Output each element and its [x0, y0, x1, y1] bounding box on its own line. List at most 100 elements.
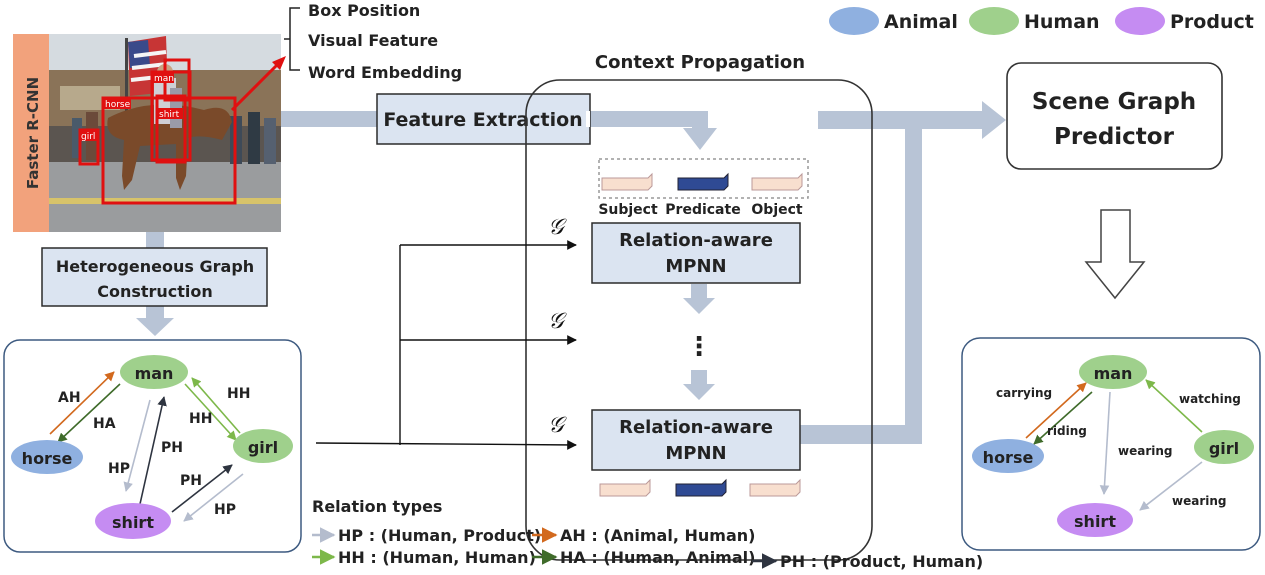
label-hh-2: HH — [189, 411, 212, 427]
hetero-graph-construction-box: Heterogeneous Graph Construction — [41, 247, 268, 307]
relation-ph-label: PH : (Product, Human) — [780, 552, 983, 571]
label-hp-1: HP — [108, 461, 130, 477]
scene-label-wearing-1: wearing — [1118, 444, 1173, 458]
mpnn-bottom-line1: Relation-aware — [619, 417, 773, 438]
context-propagation-title: Context Propagation — [595, 52, 805, 73]
relation-ha-label: HA : (Human, Animal) — [560, 548, 755, 567]
feature-visual-feature: Visual Feature — [308, 31, 438, 50]
scene-label-carrying: carrying — [996, 386, 1052, 400]
graph-symbol-2: 𝒢 — [548, 309, 567, 334]
mpnn-block-top: Relation-aware MPNN — [591, 222, 801, 284]
hetero-construction-line1: Heterogeneous Graph — [56, 257, 254, 276]
label-ha: HA — [93, 416, 116, 432]
svg-text:girl: girl — [1209, 439, 1239, 458]
label-ah: AH — [58, 390, 81, 406]
relation-ah-label: AH : (Animal, Human) — [560, 526, 755, 545]
label-ph-1: PH — [161, 440, 183, 456]
relation-types-title: Relation types — [312, 497, 442, 516]
legend-human-label: Human — [1024, 11, 1100, 33]
edge-ha — [57, 383, 121, 443]
scene-label-riding: riding — [1047, 424, 1087, 438]
context-propagation-panel: Context Propagation Subject Predicate Ob… — [525, 52, 873, 561]
edge-hh-girl-man — [191, 377, 241, 434]
legend-product-swatch — [1115, 7, 1165, 35]
relation-types-legend: Relation types HP : (Human, Product) AH … — [312, 497, 983, 571]
hetero-node-horse — [11, 440, 83, 474]
output-subject-embedding — [599, 478, 651, 497]
edge-hp-girl-shirt — [183, 473, 244, 522]
scene-node-horse — [972, 439, 1044, 473]
scene-node-shirt — [1057, 503, 1133, 537]
node-type-legend: Animal Human Product — [829, 7, 1254, 35]
graph-symbol-1: 𝒢 — [548, 215, 567, 240]
predictor-line2: Predictor — [1054, 124, 1175, 150]
subject-embedding — [601, 172, 653, 191]
predictor-line1: Scene Graph — [1032, 89, 1196, 115]
embedding-dashed-box — [598, 158, 809, 199]
feature-brace — [284, 7, 300, 71]
faster-rcnn-bar — [13, 34, 49, 232]
mpnn-to-predictor-arrow — [797, 120, 922, 444]
mpnn-top-line1: Relation-aware — [619, 230, 773, 251]
edge-ph-shirt-man — [139, 396, 167, 505]
photo-box-label-girl: girl — [81, 132, 95, 142]
svg-text:girl: girl — [248, 438, 278, 457]
hetero-construction-line2: Construction — [97, 282, 213, 301]
hetero-node-girl — [233, 429, 293, 463]
edge-hp-man-shirt — [123, 399, 151, 492]
feature-extraction-label: Feature Extraction — [383, 109, 582, 131]
flow-arrows — [136, 101, 1006, 444]
photo-box-label-man: man — [154, 74, 174, 84]
predictor-output-arrow — [1084, 209, 1146, 300]
label-hh-1: HH — [227, 386, 250, 402]
mpnn-block-bottom: Relation-aware MPNN — [591, 409, 801, 471]
label-ph-2: PH — [180, 473, 202, 489]
graph-symbol-3: 𝒢 — [548, 413, 567, 438]
mpnn-to-ellipsis-arrow — [683, 284, 715, 314]
scene-label-wearing-2: wearing — [1172, 494, 1227, 508]
svg-text:shirt: shirt — [112, 513, 154, 532]
object-embedding — [751, 172, 803, 191]
feature-list: Box Position Visual Feature Word Embeddi… — [284, 1, 462, 82]
edge-ah — [49, 371, 115, 435]
label-hp-2: HP — [214, 502, 236, 518]
svg-text:man: man — [135, 364, 174, 383]
svg-text:man: man — [1094, 364, 1133, 383]
object-label: Object — [751, 202, 803, 218]
scene-edge-wearing-girl — [1139, 461, 1203, 511]
photo-box-label-horse: horse — [105, 100, 131, 110]
input-photo-panel: Faster R-CNN — [13, 34, 286, 232]
svg-text:horse: horse — [22, 449, 73, 468]
photo-to-construction-arrow — [146, 232, 164, 248]
subject-label: Subject — [598, 202, 658, 218]
scene-label-watching: watching — [1179, 392, 1241, 406]
photo-callout-arrow — [230, 58, 284, 112]
legend-animal-label: Animal — [884, 11, 958, 33]
feature-to-context-arrow — [590, 111, 717, 150]
legend-product-label: Product — [1170, 11, 1254, 33]
photo-box-label-shirt: shirt — [159, 110, 180, 120]
scene-graph-predictor-box: Scene Graph Predictor — [1006, 62, 1223, 170]
hetero-node-shirt — [95, 503, 171, 539]
svg-text:horse: horse — [983, 448, 1034, 467]
feature-box-position: Box Position — [308, 1, 420, 20]
relation-hp-label: HP : (Human, Product) — [338, 526, 541, 545]
legend-animal-swatch — [829, 7, 879, 35]
predicate-label: Predicate — [665, 202, 740, 218]
edge-hh-man-girl — [184, 383, 237, 441]
photo-to-feature-arrow — [281, 111, 377, 127]
relation-hh-label: HH : (Human, Human) — [338, 548, 536, 567]
graph-input-connectors — [315, 240, 577, 450]
legend-human-swatch — [969, 7, 1019, 35]
output-object-embedding — [749, 478, 801, 497]
ellipsis-to-mpnn-arrow — [683, 370, 715, 400]
svg-text:shirt: shirt — [1074, 512, 1116, 531]
mpnn-top-line2: MPNN — [665, 256, 726, 277]
hetero-node-man — [120, 355, 188, 389]
faster-rcnn-label: Faster R-CNN — [24, 77, 42, 189]
predicate-embedding — [677, 172, 729, 191]
scene-edge-watching — [1145, 379, 1203, 433]
feature-word-embedding: Word Embedding — [308, 63, 462, 82]
